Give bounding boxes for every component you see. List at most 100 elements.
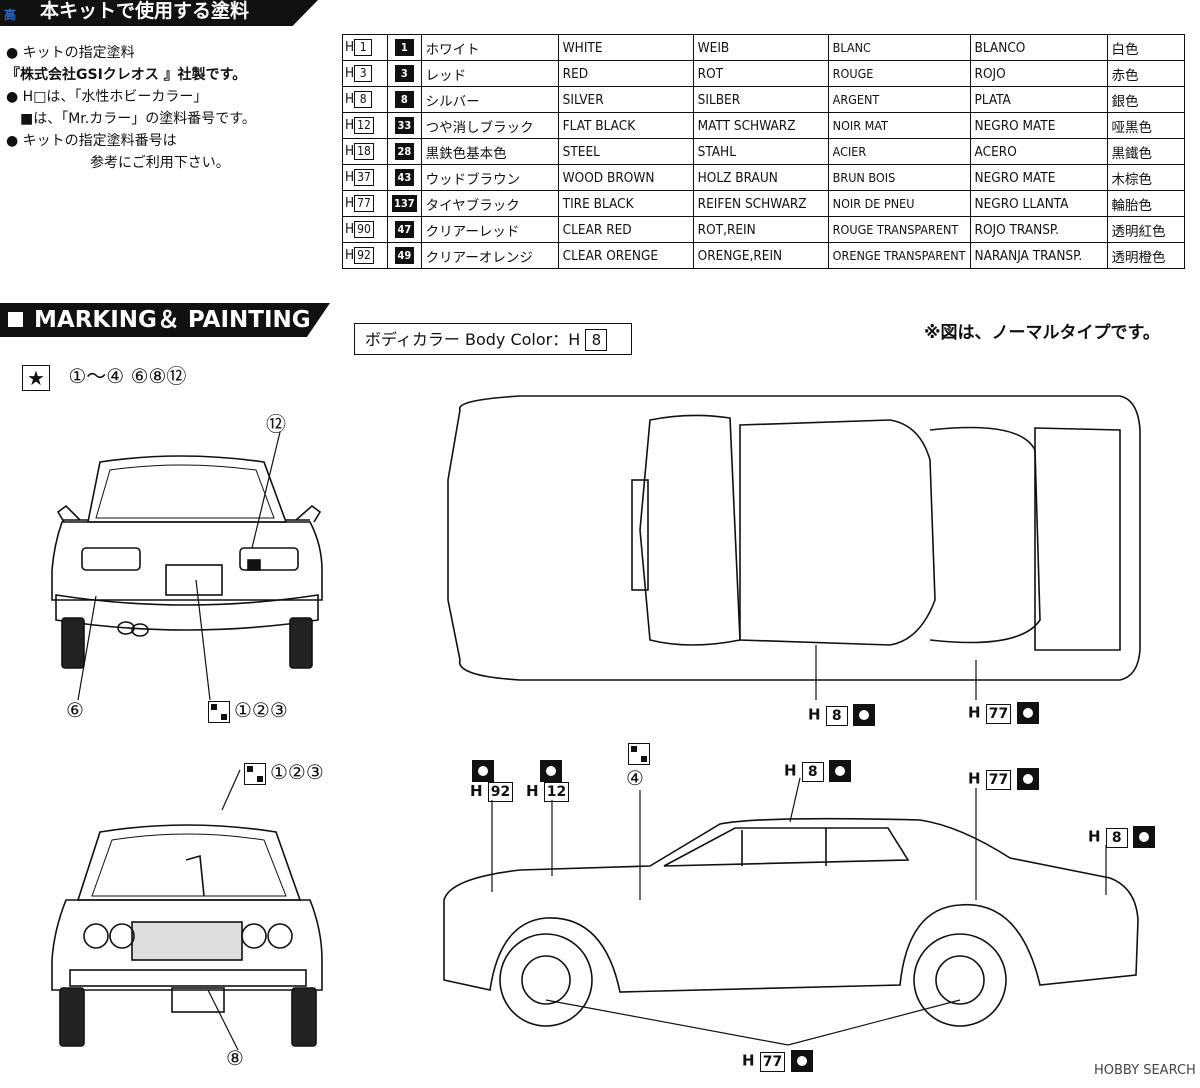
decal-list: ★ ①～④ ⑥⑧⑫ <box>22 360 186 391</box>
body-color-label: ボディカラー Body Color：H <box>365 330 581 349</box>
paint-dot-icon <box>790 1050 813 1072</box>
star-icon: ★ <box>22 364 50 391</box>
h-number-box: 77 <box>354 195 374 212</box>
paint-name-ja: レッド <box>420 60 559 87</box>
paint-name-en: WHITE <box>557 34 694 61</box>
callout-123-rear: ①②③ <box>208 698 288 723</box>
label-h8-roof: H 8 <box>784 760 852 782</box>
paint-mr-number: 49 <box>387 242 422 269</box>
label-h92: H 92 <box>470 760 514 802</box>
body-color-number: 8 <box>585 329 608 351</box>
paint-name-fr: BRUN BOIS <box>827 164 971 191</box>
paint-dot-icon <box>472 760 494 782</box>
paints-header-title: 本キットで使用する塗料 <box>40 0 250 22</box>
decal-icon-side <box>628 740 654 765</box>
callout-8: ⑧ <box>226 1046 244 1070</box>
paint-dot-icon <box>540 760 562 782</box>
callout-4: ④ <box>626 766 644 790</box>
paint-name-fr: ORENGE TRANSPARENT <box>827 242 971 269</box>
paint-name-en: TIRE BLACK <box>557 190 694 217</box>
paint-name-es: NARANJA TRANSP. <box>969 242 1108 269</box>
note-line: ● キットの指定塗料 <box>6 45 135 61</box>
paint-name-en: SILVER <box>557 86 694 113</box>
mr-number-box: 28 <box>394 143 414 160</box>
paint-name-es: ROJO TRANSP. <box>969 216 1108 243</box>
h-number-box: 3 <box>354 65 373 82</box>
marking-header-title: MARKING＆ PAINTING <box>34 307 311 333</box>
marking-header-bar: MARKING＆ PAINTING <box>0 303 330 337</box>
decal-icon <box>244 762 266 785</box>
paint-name-en: CLEAR ORENGE <box>557 242 694 269</box>
label-h8-trunk: H 8 <box>1088 826 1156 848</box>
paint-dot-icon <box>829 760 852 782</box>
paint-mr-number: 28 <box>387 138 422 165</box>
paint-name-fr: NOIR DE PNEU <box>827 190 971 217</box>
h-number-box: 90 <box>354 221 374 238</box>
paint-name-fr: NOIR MAT <box>827 112 971 139</box>
paint-name-zh: 銀色 <box>1106 86 1185 113</box>
note-line: 参考にご利用下さい。 <box>6 155 230 171</box>
decal-icon <box>628 742 650 765</box>
paint-name-es: NEGRO LLANTA <box>969 190 1108 217</box>
h-number-box: 12 <box>354 117 374 134</box>
paint-name-es: BLANCO <box>969 34 1108 61</box>
note-line: ● キットの指定塗料番号は <box>6 133 177 149</box>
paint-name-en: CLEAR RED <box>557 216 694 243</box>
paint-name-de: ORENGE,REIN <box>692 242 829 269</box>
paint-name-zh: 透明橙色 <box>1106 242 1185 269</box>
callout-6: ⑥ <box>66 698 84 722</box>
paint-name-de: ROT,REIN <box>692 216 829 243</box>
h-number-box: 92 <box>354 247 374 264</box>
callout-12: ⑫ <box>266 412 286 436</box>
square-icon <box>8 312 23 327</box>
paint-dot-icon <box>1016 768 1039 790</box>
paint-name-zh: 輪胎色 <box>1106 190 1185 217</box>
h-number-box: 8 <box>354 91 373 108</box>
paint-name-es: PLATA <box>969 86 1108 113</box>
normal-type-note: ※図は、ノーマルタイプです。 <box>924 323 1160 343</box>
note-line: ● H□は、「水性ホビーカラー」 <box>6 89 208 105</box>
mr-number-box: 33 <box>394 117 414 134</box>
paint-name-de: REIFEN SCHWARZ <box>692 190 829 217</box>
paint-name-ja: つや消しブラック <box>420 112 559 139</box>
paint-name-ja: クリアーオレンジ <box>420 242 559 269</box>
mr-number-box: 8 <box>394 91 414 108</box>
paint-dot-icon <box>1133 826 1156 848</box>
mr-number-box: 43 <box>394 169 414 186</box>
top-view-drawing <box>447 395 1141 681</box>
note-line: ■は、「Mr.カラー」の塗料番号です。 <box>6 111 256 127</box>
label-h77-arch: H 77 <box>968 768 1039 790</box>
paints-header-bar: 本キットで使用する塗料 <box>0 0 318 26</box>
callout-123-front: ①②③ <box>244 760 324 785</box>
decal-list-text: ①～④ ⑥⑧⑫ <box>68 364 187 388</box>
paint-name-ja: シルバー <box>420 86 559 113</box>
paint-name-es: ROJO <box>969 60 1108 87</box>
mr-number-box: 1 <box>394 39 414 56</box>
paint-mr-number: 8 <box>387 86 422 113</box>
paint-name-ja: ホワイト <box>420 34 559 61</box>
paint-name-en: WOOD BROWN <box>557 164 694 191</box>
paint-name-fr: ROUGE <box>827 60 971 87</box>
mr-number-box: 3 <box>394 65 414 82</box>
paint-name-zh: 木棕色 <box>1106 164 1185 191</box>
paint-dot-icon <box>853 704 876 726</box>
label-h8-top: H 8 <box>808 704 876 726</box>
decal-icon <box>208 700 230 723</box>
paint-notes: ● キットの指定塗料 『株式会社GSIクレオス 』社製です。 ● H□は、「水性… <box>6 42 256 174</box>
rear-view-drawing <box>51 455 323 669</box>
label-h12: H 12 <box>526 760 570 802</box>
mr-number-box: 49 <box>394 247 414 264</box>
paint-name-zh: 哑黒色 <box>1106 112 1185 139</box>
